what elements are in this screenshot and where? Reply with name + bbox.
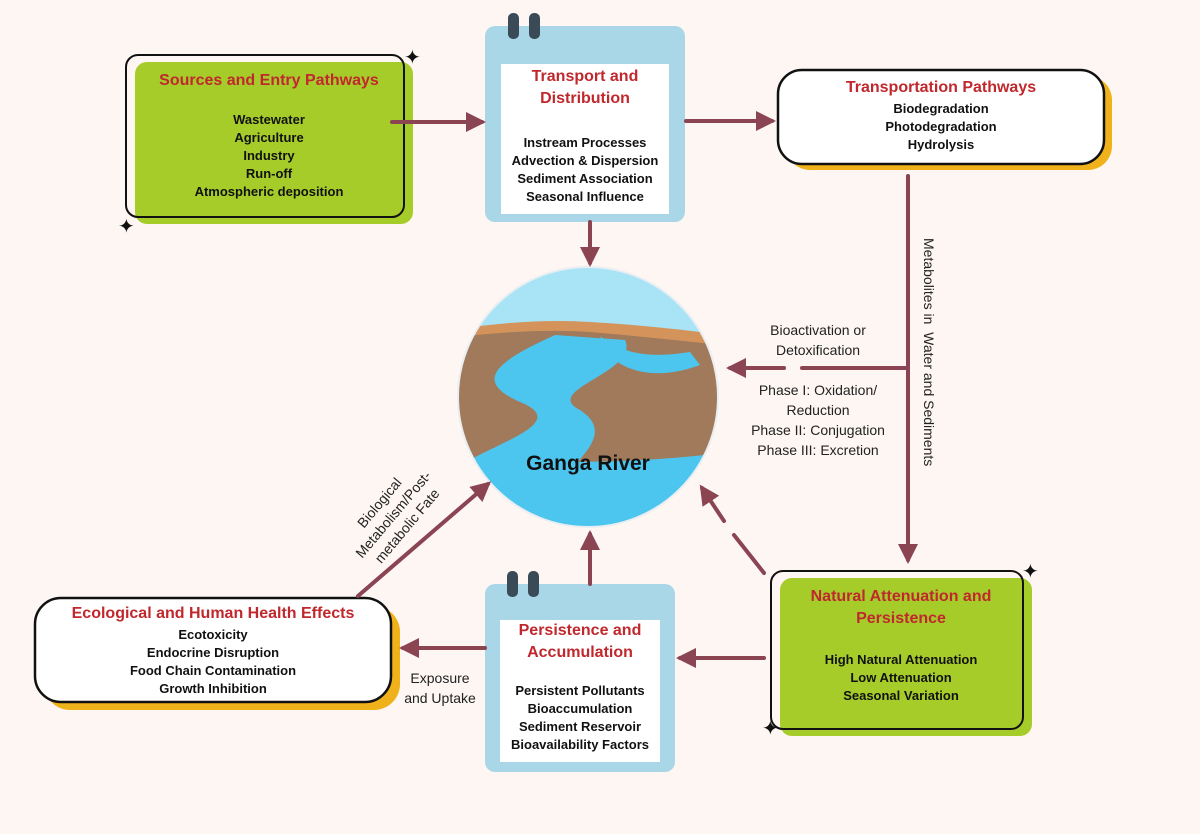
sparkle-icon: ✦	[404, 45, 421, 69]
sources-item: Industry	[243, 148, 295, 163]
attenuation-title-line2: Persistence	[856, 610, 946, 627]
effects-item: Endocrine Disruption	[146, 645, 280, 660]
arrow-effects-to-river	[356, 481, 492, 598]
attenuation-item: High Natural Attenuation	[824, 652, 978, 667]
effects-list: Ecotoxicity Endocrine Disruption Food Ch…	[35, 626, 391, 698]
persistence-clipboard	[485, 571, 675, 772]
ganga-river-label: Ganga River	[526, 452, 650, 475]
sources-item: Run-off	[245, 166, 293, 181]
bioactivation-line2: Detoxification	[775, 342, 861, 358]
pathways-item: Photodegradation	[885, 119, 997, 134]
arrow-attenuation-to-river-head	[699, 484, 726, 523]
attenuation-list: High Natural Attenuation Low Attenuation…	[771, 651, 1031, 705]
exposure-line1: Exposure	[410, 670, 470, 686]
transport-item: Instream Processes	[523, 135, 647, 150]
pathways-list: Biodegradation Photodegradation Hydrolys…	[778, 100, 1104, 154]
persistence-item: Sediment Reservoir	[518, 719, 642, 734]
exposure-label: Exposure and Uptake	[392, 668, 488, 708]
sparkle-icon: ✦	[118, 214, 135, 238]
exposure-line2: and Uptake	[404, 690, 476, 706]
persistence-item: Persistent Pollutants	[515, 683, 645, 698]
attenuation-item: Seasonal Variation	[843, 688, 959, 703]
arrow-attenuation-to-river	[732, 533, 766, 575]
persistence-title-line2: Accumulation	[527, 644, 633, 661]
sources-item: Wastewater	[233, 112, 305, 127]
attenuation-title-line1: Natural Attenuation and	[810, 588, 992, 605]
persistence-item: Bioavailability Factors	[511, 737, 649, 752]
transport-item: Seasonal Influence	[526, 189, 644, 204]
sources-item: Agriculture	[234, 130, 304, 145]
sources-list: Wastewater Agriculture Industry Run-off …	[126, 111, 412, 201]
sparkle-icon: ✦	[762, 716, 779, 740]
persistence-list: Persistent Pollutants Bioaccumulation Se…	[490, 682, 670, 754]
effects-box	[33, 596, 400, 710]
bioactivation-label: Bioactivation or Detoxification	[738, 320, 898, 360]
transport-title: Transport and Distribution	[501, 66, 669, 110]
sources-box	[125, 54, 413, 224]
persistence-item: Bioaccumulation	[527, 701, 633, 716]
ganga-river-circle	[458, 267, 718, 527]
persistence-title-line1: Persistence and	[518, 622, 642, 639]
sources-title: Sources and Entry Pathways	[159, 72, 379, 89]
sparkle-icon: ✦	[1022, 559, 1039, 583]
phases-label: Phase I: Oxidation/ Reduction Phase II: …	[732, 380, 904, 460]
effects-item: Food Chain Contamination	[129, 663, 297, 678]
phase-line: Phase I: Oxidation/	[758, 382, 878, 398]
pathways-title: Transportation Pathways	[845, 79, 1037, 96]
transport-title-line1: Transport and	[531, 68, 639, 85]
persistence-title: Persistence and Accumulation	[500, 620, 660, 664]
transport-title-line2: Distribution	[540, 90, 630, 107]
sources-item: Atmospheric deposition	[194, 184, 344, 199]
transport-clipboard	[485, 13, 685, 222]
pathways-item: Hydrolysis	[907, 137, 975, 152]
transport-item: Sediment Association	[517, 171, 653, 186]
attenuation-item: Low Attenuation	[850, 670, 952, 685]
attenuation-box	[770, 570, 1032, 736]
phase-line: Reduction	[786, 402, 850, 418]
transport-item: Advection & Dispersion	[511, 153, 659, 168]
effects-title: Ecological and Human Health Effects	[71, 605, 355, 622]
effects-item: Growth Inhibition	[159, 681, 267, 696]
attenuation-title: Natural Attenuation and Persistence	[771, 586, 1031, 630]
phase-line: Phase II: Conjugation	[751, 422, 885, 438]
phase-line: Phase III: Excretion	[757, 442, 879, 458]
bioactivation-line1: Bioactivation or	[770, 322, 866, 338]
transport-list: Instream Processes Advection & Dispersio…	[495, 134, 675, 206]
pathways-item: Biodegradation	[893, 101, 989, 116]
metabolites-label: Metabolites in Water and Sediments	[921, 238, 937, 466]
pathways-box	[776, 68, 1112, 170]
effects-item: Ecotoxicity	[178, 627, 248, 642]
